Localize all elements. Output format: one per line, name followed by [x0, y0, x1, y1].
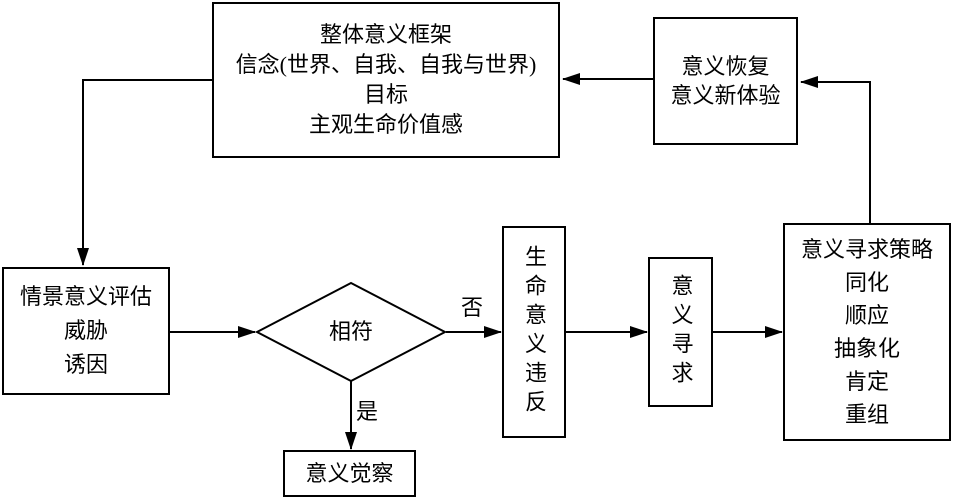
node-global-meaning-framework: 整体意义框架 信念(世界、自我、自我与世界) 目标 主观生命价值感: [212, 2, 560, 158]
node-line: 意义寻求策略: [800, 237, 933, 262]
node-life-meaning-violation: 生命意义违反: [502, 226, 566, 438]
node-line: 意义恢复: [681, 54, 770, 79]
connector-global-to-situational: [77, 79, 212, 266]
node-line: 抽象化: [833, 336, 900, 361]
node-line: 主观生命价值感: [308, 112, 463, 137]
node-meaning-restoration: 意义恢复 意义新体验: [653, 17, 798, 145]
node-line: 意义新体验: [670, 83, 781, 108]
connector-strategies-to-restore: [800, 76, 871, 223]
node-meaning-awareness: 意义觉察: [283, 450, 416, 497]
node-line: 诱因: [63, 352, 108, 377]
node-line: 信念(世界、自我、自我与世界): [235, 52, 537, 77]
node-line: 顺应: [844, 303, 889, 328]
node-meaning-search: 意义寻求: [648, 257, 713, 407]
node-line: 威胁: [63, 318, 108, 343]
edge-label-no: 否: [460, 295, 483, 320]
node-congruence-decision-label: 相符: [328, 319, 373, 344]
node-line: 目标: [363, 82, 408, 107]
edge-label-yes: 是: [355, 399, 378, 424]
node-line: 整体意义框架: [319, 22, 452, 47]
node-situational-meaning-appraisal: 情景意义评估 威胁 诱因: [2, 267, 170, 395]
node-line: 肯定: [844, 369, 889, 394]
node-meaning-search-strategies: 意义寻求策略 同化 顺应 抽象化 肯定 重组: [783, 223, 951, 441]
node-line: 重组: [844, 402, 889, 427]
node-line: 情景意义评估: [19, 284, 152, 309]
node-line: 同化: [844, 270, 889, 295]
